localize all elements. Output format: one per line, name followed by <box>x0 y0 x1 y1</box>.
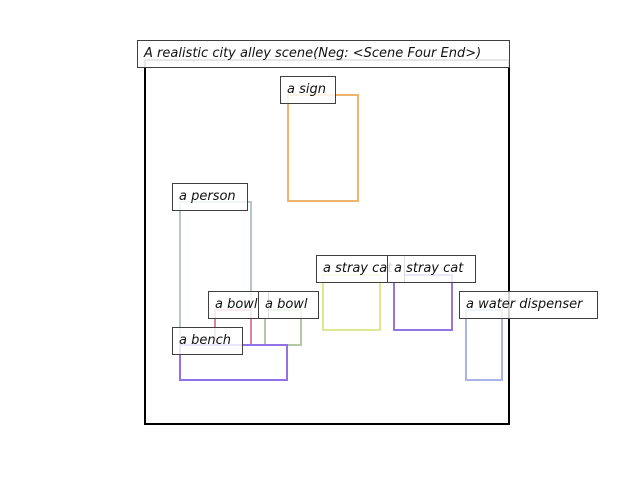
label-stray-cat-2: a stray cat <box>387 255 476 283</box>
label-water-dispenser: a water dispenser <box>459 291 598 319</box>
label-person: a person <box>172 183 248 211</box>
label-bowl-2: a bowl <box>258 291 319 319</box>
bounding-box-sign <box>287 94 359 202</box>
bounding-box-water-dispenser <box>465 309 503 381</box>
label-sign: a sign <box>280 76 336 104</box>
scene-title: A realistic city alley scene(Neg: <Scene… <box>137 40 510 68</box>
scene-frame <box>144 59 510 425</box>
label-bench: a bench <box>172 327 243 355</box>
